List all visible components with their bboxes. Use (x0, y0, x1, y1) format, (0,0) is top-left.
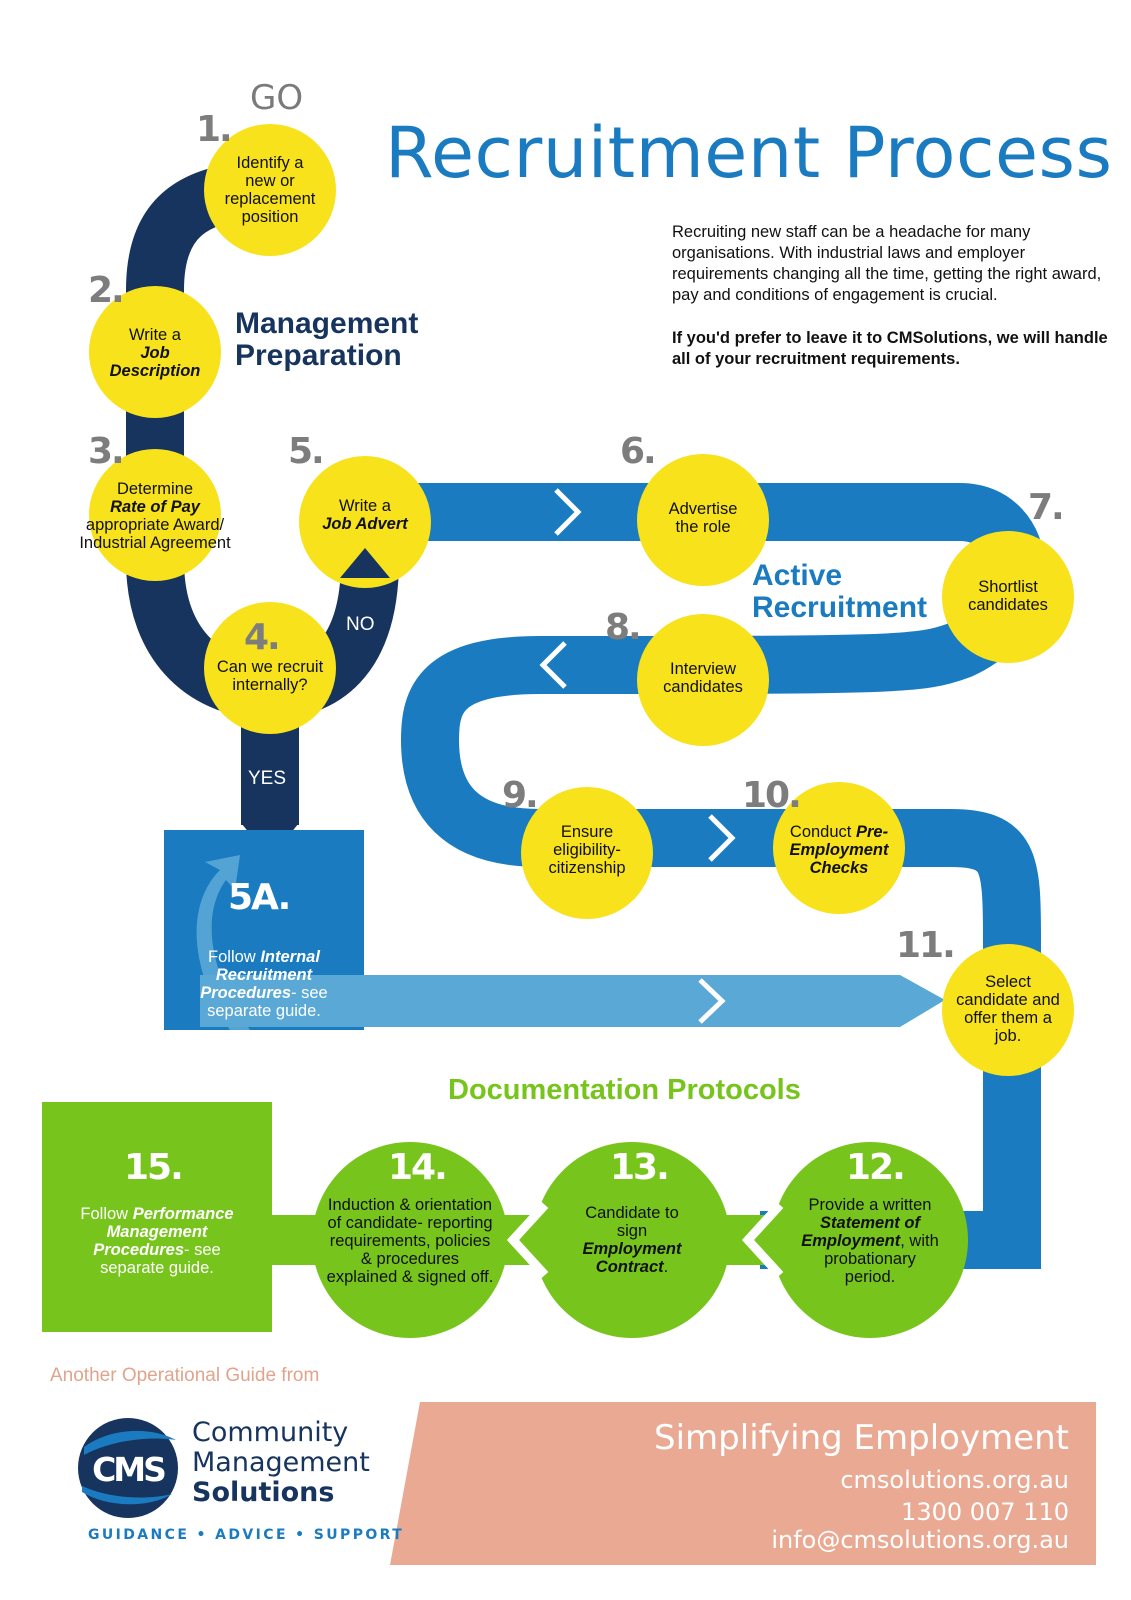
circle-14 (312, 1142, 508, 1338)
brand-name: Community Management Solutions (192, 1417, 370, 1508)
step-number-15: 15. (124, 1147, 184, 1188)
circle-13 (534, 1142, 730, 1338)
circle-7 (942, 531, 1074, 663)
step-number-12: 12. (846, 1147, 906, 1188)
step-number-5: 5. (288, 431, 325, 472)
footer-phone[interactable]: 1300 007 110 (901, 1498, 1069, 1526)
decision-yes-label: YES (248, 768, 287, 789)
step-12-text: Provide a written Statement of Employmen… (801, 1196, 939, 1286)
circle-6 (637, 454, 769, 586)
step-number-10: 10. (742, 775, 802, 816)
step-6-text: Advertise the role (668, 500, 738, 536)
step-11-text: Select candidate and offer them a job. (956, 973, 1060, 1045)
internal-band (200, 975, 945, 1027)
footer-website-link[interactable]: cmsolutions.org.au (840, 1466, 1069, 1494)
doc-chevron-2 (506, 1201, 549, 1279)
circle-12 (772, 1142, 968, 1338)
section-management: Management Preparation (235, 307, 419, 372)
circle-9 (521, 787, 653, 919)
cms-logo-text: CMS (92, 1450, 167, 1489)
step-number-1: 1. (196, 109, 233, 150)
footer-slogan: Simplifying Employment (654, 1418, 1069, 1458)
management-track (126, 161, 399, 720)
step-number-14: 14. (388, 1147, 448, 1188)
circle-2 (89, 286, 221, 418)
step-13-text: Candidate to sign Employment Contract. (582, 1204, 682, 1276)
circle-10 (773, 782, 905, 914)
step-5a-text: Follow Internal Recruitment Procedures- … (200, 948, 328, 1020)
cms-logo-swoosh (84, 1430, 176, 1455)
track-chevron-2 (539, 641, 567, 689)
step-number-11: 11. (896, 925, 956, 966)
step-number-5a: 5A. (228, 877, 291, 918)
step-number-8: 8. (605, 607, 642, 648)
step-7-text: Shortlist candidates (968, 578, 1048, 614)
section-documentation: Documentation Protocols (448, 1074, 801, 1106)
step-9-text: Ensure eligibility- citizenship (548, 823, 626, 877)
step-14-text: Induction & orientation of candidate- re… (326, 1196, 494, 1286)
track-chevron-1 (554, 488, 582, 536)
step-3-text: Determine Rate of Pay appropriate Award/… (79, 480, 231, 552)
step-number-7: 7. (1028, 487, 1065, 528)
page-title: Recruitment Process (385, 112, 1113, 194)
circle-4 (204, 602, 336, 734)
step-4-text: Can we recruit internally? (216, 658, 324, 694)
step-2-text: Write a Job Description (109, 326, 201, 380)
step-number-2: 2. (88, 270, 125, 311)
brand-tagline: GUIDANCE • ADVICE • SUPPORT (88, 1527, 405, 1543)
step-8-text: Interview candidates (663, 660, 743, 696)
circle-1 (204, 124, 336, 256)
footer-from-label: Another Operational Guide from (50, 1365, 320, 1386)
step-number-9: 9. (502, 775, 539, 816)
no-arrow-head (340, 548, 390, 578)
circle-11 (942, 944, 1074, 1076)
circle-3 (89, 449, 221, 581)
cms-logo-swoosh-2 (82, 1486, 172, 1505)
step-number-13: 13. (610, 1147, 670, 1188)
step-15-text: Follow Performance Management Procedures… (80, 1205, 234, 1277)
section-active-recruitment: Active Recruitment (752, 559, 928, 624)
intro-paragraph: Recruiting new staff can be a headache f… (672, 223, 1102, 304)
step-number-4: 4. (244, 617, 281, 658)
circle-8 (637, 614, 769, 746)
footer-email-link[interactable]: info@cmsolutions.org.au (771, 1526, 1069, 1554)
go-label: GO (250, 78, 304, 118)
box-15 (42, 1102, 272, 1332)
doc-chevron-1 (741, 1201, 784, 1279)
circle-5 (299, 456, 431, 588)
step-5-text: Write a Job Advert (322, 497, 408, 533)
track-chevron-3 (708, 814, 736, 862)
band-chevron (698, 978, 726, 1024)
step-number-6: 6. (620, 431, 657, 472)
step-10-text: Conduct Pre- Employment Checks (789, 823, 889, 877)
footer-panel (390, 1402, 1096, 1565)
step-1-text: Identify a new or replacement position (224, 154, 316, 226)
intro-callout: If you'd prefer to leave it to CMSolutio… (672, 329, 1108, 368)
step-number-3: 3. (88, 431, 125, 472)
decision-no-label: NO (346, 614, 375, 635)
